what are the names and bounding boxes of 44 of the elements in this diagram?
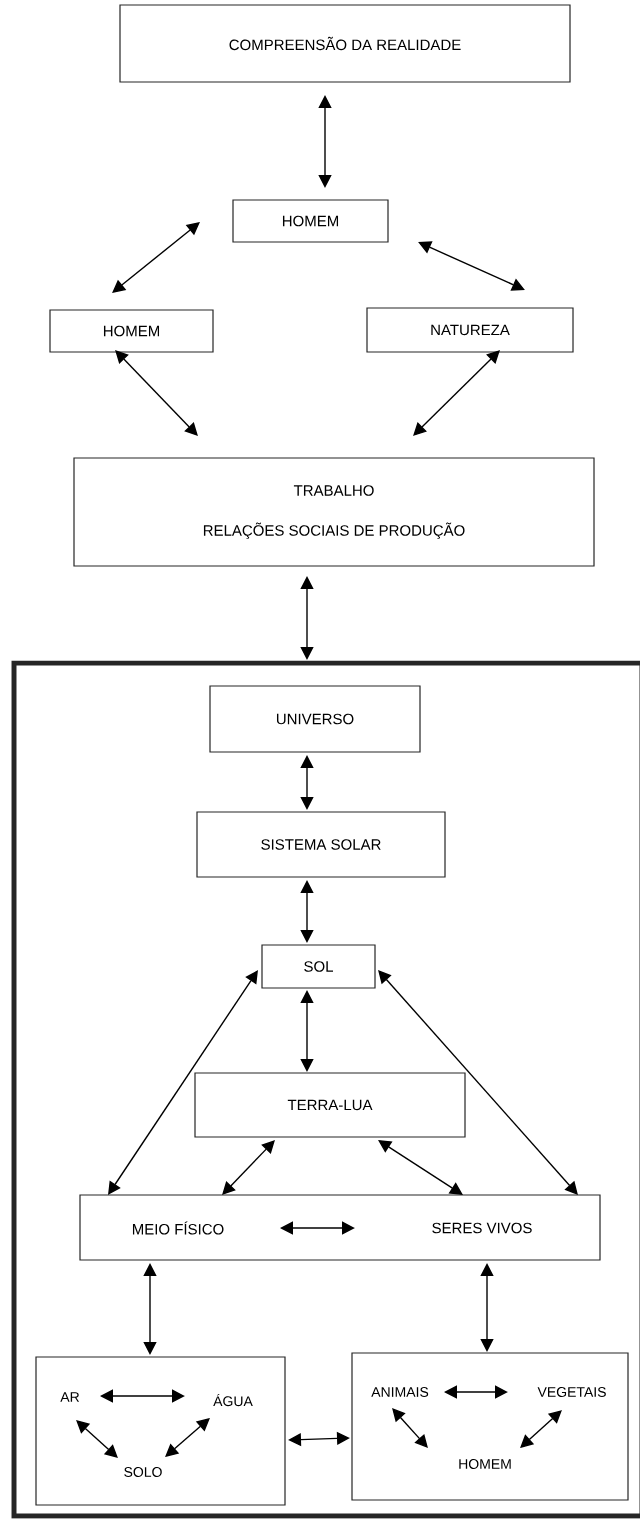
concept-label: AR xyxy=(60,1392,80,1402)
double-arrow xyxy=(288,1431,350,1447)
concept-label: HOMEM xyxy=(459,1459,511,1469)
concept-label: ANIMAIS xyxy=(371,1387,429,1397)
double-arrow xyxy=(112,222,200,293)
concept-box: HOMEM xyxy=(49,309,214,353)
double-arrow xyxy=(300,990,314,1072)
concept-box: UNIVERSO xyxy=(209,685,421,753)
double-arrow xyxy=(280,1221,355,1235)
group-box xyxy=(351,1352,629,1501)
concept-box: SOL xyxy=(261,944,376,989)
double-arrow xyxy=(115,350,198,436)
concept-box: NATUREZA xyxy=(366,307,574,353)
double-arrow xyxy=(222,1140,275,1195)
concept-label: ÁGUA xyxy=(213,1393,253,1407)
double-arrow xyxy=(300,576,314,660)
concept-label: SOLO xyxy=(124,1467,162,1477)
double-arrow xyxy=(378,970,578,1195)
group-box xyxy=(79,1194,601,1261)
concept-box: COMPREENSÃO DA REALIDADE xyxy=(119,4,571,83)
concept-box: SISTEMA SOLAR xyxy=(196,811,446,878)
double-arrow xyxy=(300,755,314,810)
double-arrow xyxy=(143,1263,157,1355)
double-arrow xyxy=(165,1418,210,1457)
double-arrow xyxy=(76,1420,118,1458)
concept-label: VEGETAIS xyxy=(537,1387,606,1397)
group-box xyxy=(35,1356,286,1506)
double-arrow xyxy=(108,970,258,1195)
concept-box: TRABALHO RELAÇÕES SOCIAIS DE PRODUÇÃO xyxy=(73,457,595,567)
double-arrow xyxy=(418,241,525,291)
double-arrow xyxy=(300,880,314,943)
double-arrow xyxy=(378,1140,463,1195)
outer-frame xyxy=(11,660,640,1519)
double-arrow xyxy=(318,95,332,188)
double-arrow xyxy=(480,1263,494,1352)
concept-box: HOMEM xyxy=(232,199,389,243)
double-arrow xyxy=(520,1410,562,1448)
double-arrow xyxy=(100,1389,185,1403)
concept-label: MEIO FÍSICO xyxy=(132,1221,224,1235)
double-arrow xyxy=(444,1385,508,1399)
double-arrow xyxy=(413,350,500,436)
double-arrow xyxy=(392,1408,428,1448)
concept-label: SERES VIVOS xyxy=(432,1222,532,1234)
concept-box: TERRA-LUA xyxy=(194,1072,466,1138)
